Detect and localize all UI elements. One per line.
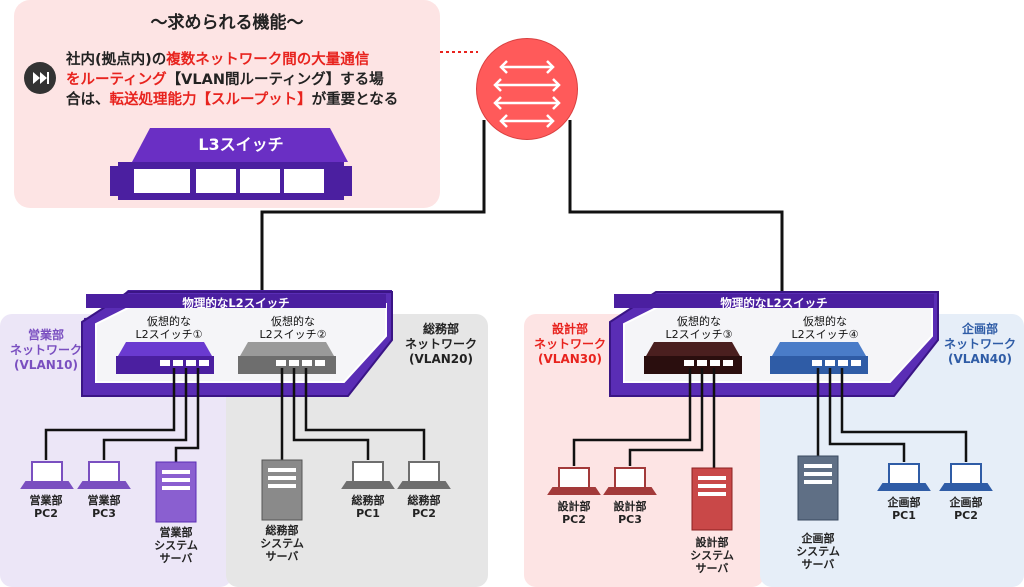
kikaku-pc1-l1: 企画部: [887, 496, 921, 509]
feature-text-2b: 【VLAN間ルーティング】する場: [166, 72, 384, 88]
net-sekkei-vlan: (VLAN30): [538, 352, 602, 366]
laptop-icon: [547, 467, 657, 495]
somu-pc1-l1: 総務部: [351, 494, 385, 507]
virtual-switch-2-icon: [238, 342, 336, 374]
label-sekkei-server: 設計部システムサーバ: [682, 536, 742, 575]
eigyo-srv-l3: サーバ: [159, 552, 193, 565]
vs1-line2: L2スイッチ①: [135, 328, 203, 341]
laptop-icon: [341, 461, 451, 489]
somu-srv-l2: システム: [260, 537, 304, 550]
sekkei-srv-l1: 設計部: [695, 536, 729, 549]
server-icon: [155, 461, 197, 523]
network-label-eigyo: 営業部ネットワーク(VLAN10): [4, 328, 88, 373]
sekkei-pc2-l2: PC2: [562, 513, 586, 526]
laptop-icon: [20, 461, 131, 489]
net-kikaku-line2: ネットワーク: [943, 337, 1016, 351]
feature-text-1a: 社内(拠点内)の: [66, 52, 167, 68]
physical-switch-left-label: 物理的なL2スイッチ: [182, 296, 290, 310]
eigyo-srv-l1: 営業部: [159, 526, 193, 539]
net-eigyo-name: 営業部: [27, 328, 64, 342]
feature-description: 社内(拠点内)の複数ネットワーク間の大量通信 をルーティング【VLAN間ルーティ…: [66, 50, 426, 110]
vs2-line1: 仮想的な: [271, 315, 315, 328]
virtual-switch-1-icon: [116, 342, 214, 374]
network-label-kikaku: 企画部ネットワーク(VLAN40): [938, 322, 1022, 367]
l3-switch-icon: [110, 128, 352, 200]
vs4-line2: L2スイッチ④: [791, 328, 859, 341]
label-eigyo-server: 営業部システムサーバ: [146, 526, 206, 565]
sekkei-pc3-l2: PC3: [618, 513, 642, 526]
laptop-icon: [877, 463, 993, 491]
server-icon: [691, 467, 733, 531]
vs4-line1: 仮想的な: [803, 315, 847, 328]
label-somu-server: 総務部システムサーバ: [252, 524, 312, 563]
feature-text-3c: が重要となる: [311, 92, 399, 108]
physical-switch-right-label: 物理的なL2スイッチ: [720, 296, 828, 310]
kikaku-pc1-l2: PC1: [892, 509, 916, 522]
net-somu-line2: ネットワーク: [404, 337, 477, 351]
virtual-switch-4-icon: [770, 342, 868, 374]
feature-text-3b: 転送処理能力【スループット】: [109, 92, 312, 108]
virtual-switch-3-icon: [644, 342, 742, 374]
net-somu-name: 総務部: [422, 322, 459, 336]
router-icon: [476, 38, 578, 140]
eigyo-pc2-l2: PC2: [34, 507, 58, 520]
eigyo-srv-l2: システム: [154, 539, 198, 552]
server-icon: [797, 455, 839, 521]
kikaku-srv-l3: サーバ: [801, 558, 835, 571]
net-kikaku-vlan: (VLAN40): [948, 352, 1012, 366]
somu-pc1-l2: PC1: [356, 507, 380, 520]
somu-pc2-l1: 総務部: [407, 494, 441, 507]
sekkei-pc3-l1: 設計部: [613, 500, 647, 513]
vs2-line2: L2スイッチ②: [259, 328, 327, 341]
net-eigyo-vlan: (VLAN10): [14, 358, 78, 372]
feature-text-2a: をルーティング: [66, 72, 167, 88]
net-somu-vlan: (VLAN20): [409, 352, 473, 366]
eigyo-pc2-l1: 営業部: [29, 494, 63, 507]
feature-text-3a: 合は、: [66, 92, 110, 108]
kikaku-srv-l1: 企画部: [801, 532, 835, 545]
net-eigyo-line2: ネットワーク: [9, 343, 82, 357]
l3-switch-label: L3スイッチ: [198, 135, 284, 154]
net-sekkei-line2: ネットワーク: [533, 337, 606, 351]
sekkei-pc2-l1: 設計部: [557, 500, 591, 513]
network-label-sekkei: 設計部ネットワーク(VLAN30): [528, 322, 612, 367]
sekkei-srv-l3: サーバ: [695, 562, 729, 575]
somu-srv-l3: サーバ: [265, 550, 299, 563]
vs3-line2: L2スイッチ③: [665, 328, 733, 341]
feature-text-1b: 複数ネットワーク間の大量通信: [166, 52, 370, 68]
server-icon: [261, 459, 303, 521]
eigyo-pc3-l2: PC3: [92, 507, 116, 520]
eigyo-pc3-l1: 営業部: [87, 494, 121, 507]
kikaku-pc2-l2: PC2: [954, 509, 978, 522]
kikaku-srv-l2: システム: [796, 545, 840, 558]
somu-srv-l1: 総務部: [265, 524, 299, 537]
sekkei-srv-l2: システム: [690, 549, 734, 562]
net-sekkei-name: 設計部: [551, 322, 588, 336]
kikaku-pc2-l1: 企画部: [949, 496, 983, 509]
net-kikaku-name: 企画部: [961, 322, 998, 336]
fast-forward-icon: [24, 62, 56, 94]
vs3-line1: 仮想的な: [677, 315, 721, 328]
label-kikaku-server: 企画部システムサーバ: [788, 532, 848, 571]
feature-title: 〜求められる機能〜: [150, 13, 304, 33]
somu-pc2-l2: PC2: [412, 507, 436, 520]
network-label-somu: 総務部ネットワーク(VLAN20): [398, 322, 484, 367]
vs1-line1: 仮想的な: [147, 315, 191, 328]
